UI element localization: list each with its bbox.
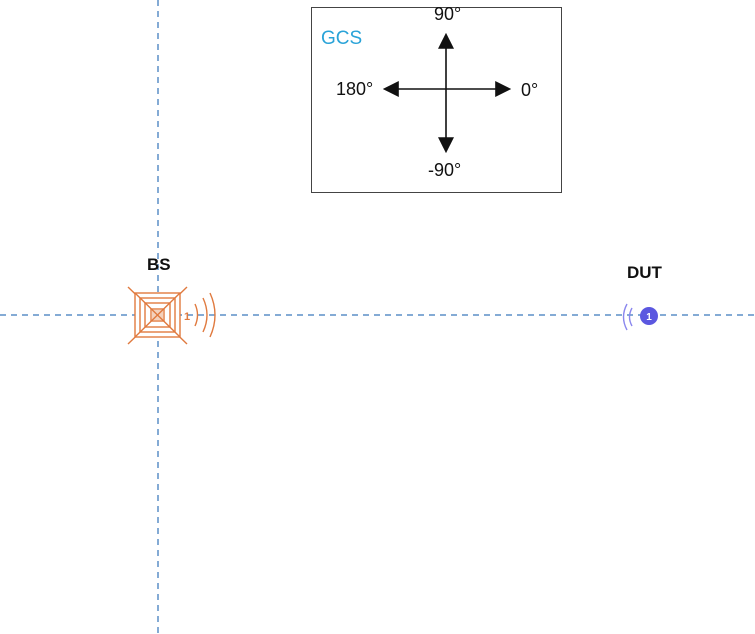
label-180-degrees: 180° (336, 79, 374, 99)
gcs-title: GCS (321, 28, 363, 49)
bs-label: BS (147, 255, 171, 274)
bs-antenna-icon[interactable] (127, 286, 216, 345)
dut-icon[interactable] (622, 303, 659, 331)
dut-index: 1 (646, 312, 652, 323)
gcs-legend-box: GCS 90° 180° 0° -90° (311, 4, 562, 193)
direction-arrows (382, 32, 512, 154)
label-minus-90-degrees: -90° (428, 160, 462, 180)
label-0-degrees: 0° (521, 80, 539, 100)
dut-label: DUT (627, 263, 662, 282)
bs-antenna-index: 1 (184, 311, 190, 323)
label-90-degrees: 90° (434, 4, 462, 24)
